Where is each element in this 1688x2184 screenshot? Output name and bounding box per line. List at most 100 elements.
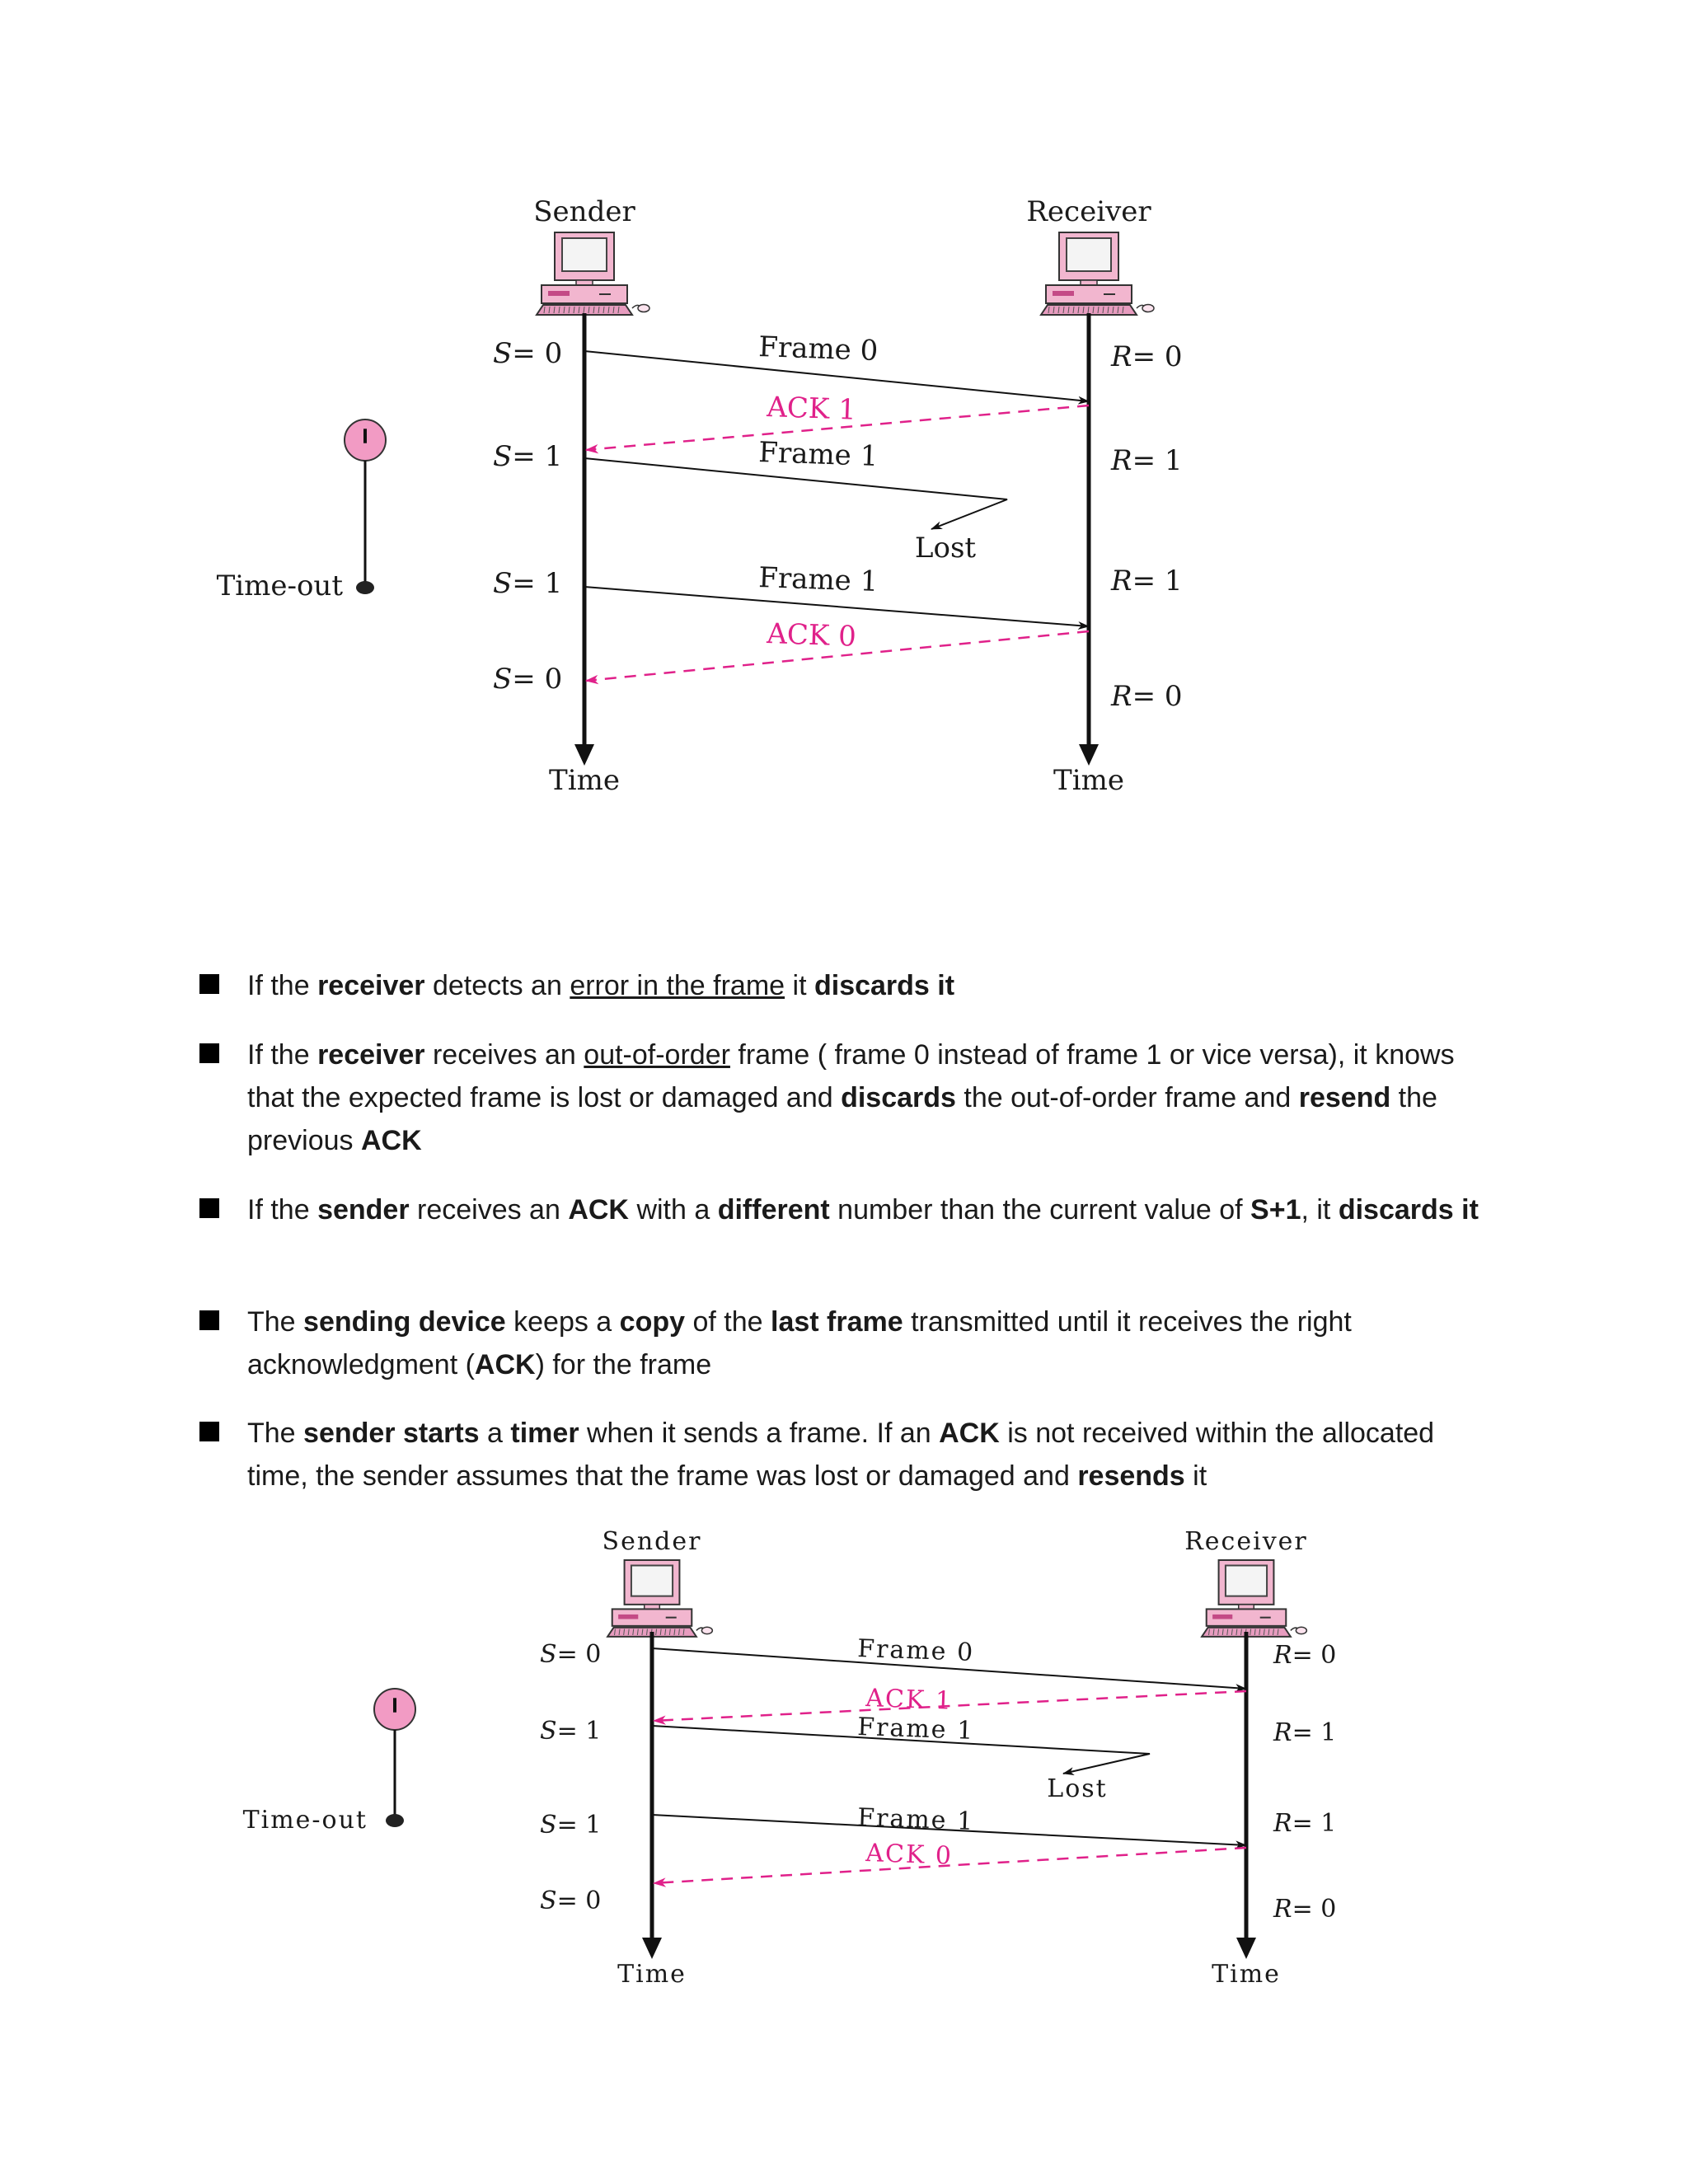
key-line (682, 1629, 685, 1636)
receiver-time-label: Time (1053, 764, 1124, 797)
key-line (1259, 1629, 1261, 1636)
key-line (1221, 1629, 1224, 1636)
key-line (1082, 306, 1085, 314)
ack-1-label: ACK 1 (865, 1684, 954, 1716)
key-line (664, 1629, 667, 1636)
key-line (1240, 1629, 1242, 1636)
receiver-state-label: R= 0 (1273, 1895, 1336, 1924)
mouse-shape (701, 1626, 714, 1635)
key-line (1112, 306, 1114, 314)
key-line (588, 306, 590, 314)
mouse-shape (1142, 303, 1155, 313)
key-line (1254, 1629, 1256, 1636)
ack-0-arrow (652, 1846, 1247, 1887)
sender-time-arrowhead (574, 744, 594, 766)
key-line (568, 306, 570, 314)
key-line (1226, 1629, 1229, 1636)
receiver-state-label: R= 0 (1110, 340, 1183, 373)
base-unit-shape (541, 284, 628, 304)
key-line (1236, 1629, 1238, 1636)
key-line (598, 306, 600, 314)
key-line (1231, 1629, 1233, 1636)
frame-1-lost-arrow (584, 457, 1008, 530)
key-line (1057, 306, 1060, 314)
frame-1-label: Frame 1 (857, 1713, 975, 1746)
receiver-state-label: R= 1 (1110, 565, 1183, 598)
sender-state-label: S= 1 (540, 1717, 601, 1746)
frame-1-resend-arrow (651, 1814, 1247, 1849)
receiver-label: Receiver (1184, 1527, 1308, 1556)
drive-slot-shape (618, 1614, 639, 1619)
key-line (553, 306, 556, 314)
key-line (1067, 306, 1070, 314)
key-line (1053, 306, 1055, 314)
frame-0-arrow (584, 350, 1090, 405)
key-line (612, 306, 615, 314)
key-line (617, 306, 620, 314)
lost-label: Lost (1047, 1774, 1107, 1803)
key-line (678, 1629, 680, 1636)
computer-icon (1200, 1559, 1308, 1638)
mouse-shape (637, 303, 650, 313)
key-line (1268, 1629, 1270, 1636)
computer-icon (1039, 232, 1155, 316)
key-line (1062, 306, 1065, 314)
key-line (632, 1629, 635, 1636)
computer-icon (535, 232, 650, 316)
base-unit-shape (611, 1608, 693, 1627)
key-line (1097, 306, 1100, 314)
key-line (1077, 306, 1080, 314)
frame-0-label: Frame 0 (758, 330, 879, 368)
mouse-shape (1295, 1626, 1308, 1635)
key-line (1102, 306, 1104, 314)
screen-shape (561, 237, 607, 272)
key-line (1087, 306, 1090, 314)
base-unit-shape (1205, 1608, 1287, 1627)
drive-slot-shape (548, 291, 570, 296)
ack-0-label: ACK 0 (766, 617, 857, 654)
lost-label: Lost (915, 532, 976, 565)
frame-1-lost-arrow (651, 1725, 1151, 1775)
sender-state-label: S= 0 (540, 1886, 601, 1915)
timeout-dot (386, 1814, 404, 1827)
frame-0-arrow (651, 1647, 1247, 1693)
key-line (593, 306, 595, 314)
receiver-state-label: R= 1 (1273, 1809, 1336, 1838)
key-line (548, 306, 551, 314)
key-line (1273, 1629, 1274, 1636)
key-line (655, 1629, 658, 1636)
frame-1-resend-arrow (584, 586, 1090, 630)
timeout-dot (356, 581, 374, 594)
key-line (1072, 306, 1075, 314)
key-line (1107, 306, 1109, 314)
key-line (641, 1629, 644, 1636)
key-line (1048, 306, 1050, 314)
key-line (618, 1629, 621, 1636)
key-line (1217, 1629, 1220, 1636)
key-line (607, 306, 610, 314)
drive-slot-shape (1212, 1614, 1233, 1619)
key-line (623, 1629, 626, 1636)
key-line (563, 306, 565, 314)
screen-shape (630, 1564, 674, 1597)
key-line (603, 306, 605, 314)
sender-state-label: S= 1 (493, 440, 562, 473)
key-line (627, 1629, 630, 1636)
receiver-time-label: Time (1212, 1960, 1281, 1989)
sender-state-label: S= 0 (493, 337, 562, 370)
key-line (646, 1629, 648, 1636)
key-line (1092, 306, 1095, 314)
key-line (636, 1629, 639, 1636)
key-line (1212, 1629, 1215, 1636)
screen-shape (1066, 237, 1112, 272)
receiver-state-label: R= 0 (1273, 1641, 1336, 1670)
sender-time-label: Time (549, 764, 620, 797)
sender-state-label: S= 0 (540, 1640, 601, 1669)
frame-1-resend-label: Frame 1 (758, 561, 879, 598)
key-line (558, 306, 560, 314)
ack-0-arrow (584, 630, 1090, 685)
receiver-time-arrowhead (1236, 1938, 1256, 1959)
